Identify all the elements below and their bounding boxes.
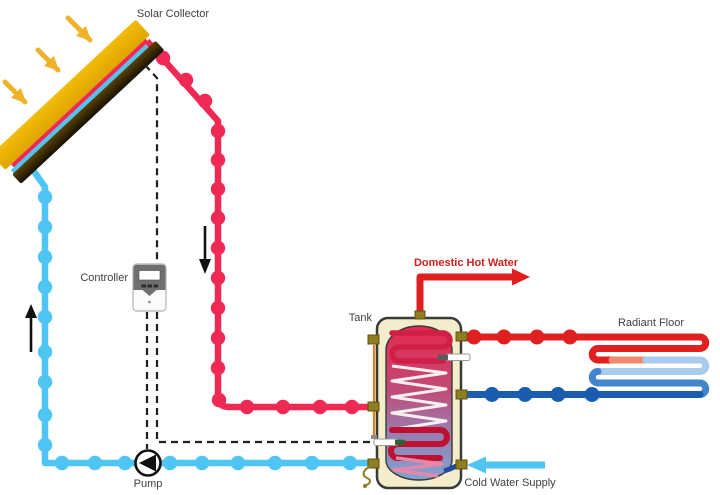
solar-return-pipe-dots [37,189,358,471]
solar-hot-pipe [144,38,376,415]
solar-collector-label: Solar Collector [137,8,209,20]
flow-arrow-down-head [199,259,211,274]
lower-coil-tube [392,456,444,478]
upper-coil [389,330,453,364]
upper-coil-tube [390,364,448,431]
solar-collector-panel [0,20,164,184]
flow-arrow-up-head [25,304,37,318]
controller-wires [144,64,372,449]
collector-absorber [12,41,164,184]
tank-thermowell-cap [371,435,377,439]
tank-fittings [367,310,468,470]
sun-ray-icon [35,47,61,73]
controller-display [138,270,161,281]
controller-label: Controller [80,272,128,284]
collector-cold-channel [10,44,149,174]
lower-coil [388,427,450,461]
upper-tank-sensor [445,353,471,361]
flow-arrows [25,226,211,352]
solar-hot-pipe-dots [155,50,360,415]
radiant-floor-loop [456,333,710,398]
collector-hot-channel [11,38,149,168]
sun-rays [2,15,93,105]
controller-led [148,300,151,304]
radiant-supply-pipe [456,333,710,364]
radiant-return-dots [484,387,600,402]
collector-glazing [0,20,150,170]
cold-water-arrowhead [467,456,486,474]
sun-ray-icon [65,15,93,43]
radiant-supply-dots [466,329,578,345]
collector-sensor-wire [144,64,159,263]
cold-water-supply-label: Cold Water Supply [464,477,556,489]
dhw-arrowhead [512,268,530,286]
tank-sensor-wire [155,312,372,444]
controller [132,263,167,312]
drain-curl-icon [362,465,373,486]
radiant-fade-lightblue [594,356,710,375]
pump-rotor-icon [139,454,156,472]
radiant-fade-medblue [588,368,710,398]
cold-water-supply-pipe [467,456,545,474]
radiant-floor-label: Radiant Floor [618,317,684,329]
upper-tank-sensor-tip [438,354,448,360]
solar-return-pipe [17,155,372,471]
tank-label: Tank [349,312,373,324]
drain-curl-tip [363,484,367,488]
controller-buttons [141,284,158,288]
domestic-hot-water-label: Domestic Hot Water [414,257,519,269]
sun-ray-icon [2,79,28,105]
lower-tank-sensor [373,438,399,446]
domestic-hot-water-pipe [416,268,530,318]
pump-label: Pump [134,478,163,490]
tank [362,310,471,490]
pump [134,449,162,477]
lower-tank-sensor-tip [395,439,405,445]
